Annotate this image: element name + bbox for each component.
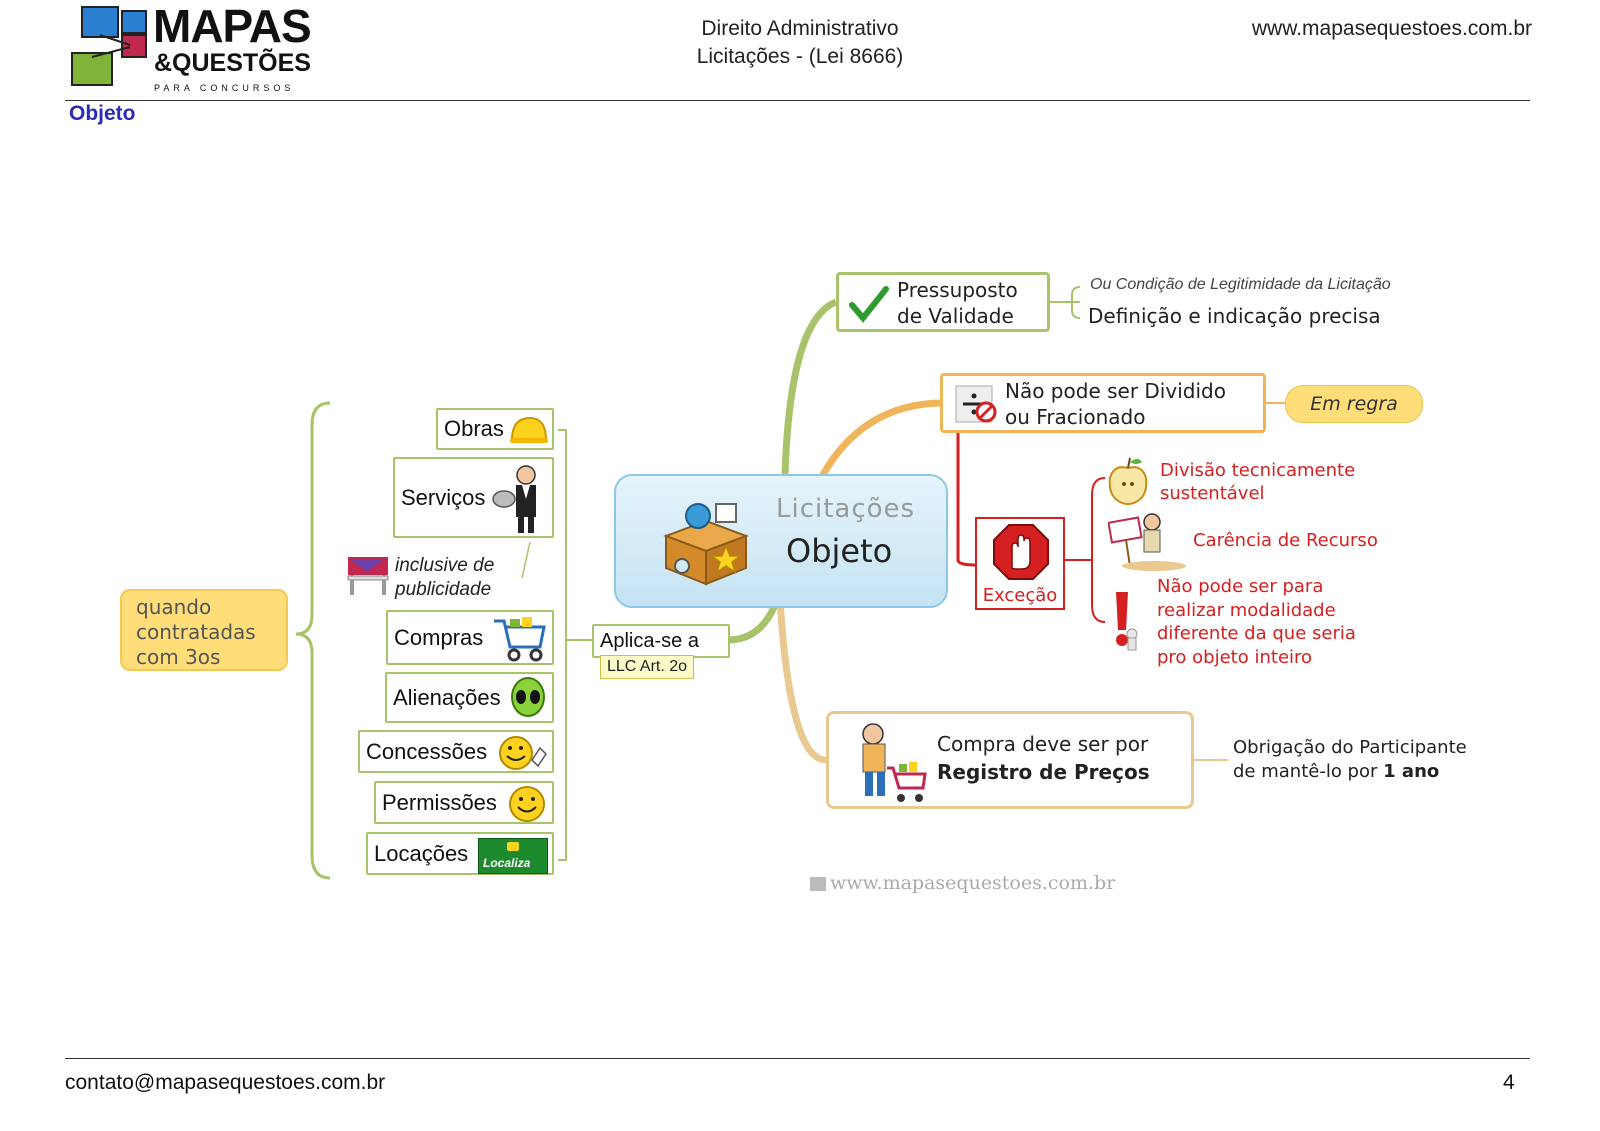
validity-detail: Definição e indicação precisa <box>1088 304 1381 328</box>
item-alienacoes[interactable]: Alienações <box>385 672 554 723</box>
validity-line2: de Validade <box>897 304 1014 328</box>
header-divider <box>65 100 1530 101</box>
center-node[interactable]: Licitações Objeto <box>614 474 948 608</box>
exception-item-1-line2: sustentável <box>1160 483 1265 504</box>
exception-item-3-line4: pro objeto inteiro <box>1157 646 1313 668</box>
item-compras-label: Compras <box>394 624 484 650</box>
shopper-icon <box>862 723 927 802</box>
item-alienacoes-label: Alienações <box>393 684 501 710</box>
item-permissoes[interactable]: Permissões <box>374 781 554 824</box>
exception-node[interactable]: Exceção <box>975 517 1065 610</box>
item-concessoes[interactable]: Concessões <box>358 730 554 773</box>
billboard-icon <box>347 557 389 595</box>
contact-email[interactable]: contato@mapasequestoes.com.br <box>65 1071 386 1094</box>
divide-node[interactable]: Não pode ser Dividido ou Fracionado <box>940 373 1266 433</box>
exception-item-3-line1: Não pode ser para <box>1157 576 1324 597</box>
exception-item-1: Divisão tecnicamente sustentável <box>1160 459 1355 505</box>
logo-sub-text: &QUESTÕES <box>154 49 311 77</box>
page-number: 4 <box>1503 1071 1515 1094</box>
exception-item-3-line2: realizar modalidade <box>1157 599 1336 621</box>
no-divide-icon <box>955 385 997 423</box>
apple-icon <box>1108 457 1148 505</box>
rule-badge[interactable]: Em regra <box>1285 385 1423 423</box>
subject-title: Direito Administrativo <box>701 17 899 40</box>
item-obras[interactable]: Obras <box>436 408 554 450</box>
hardhat-icon <box>510 416 548 443</box>
exclamation-icon <box>1116 592 1138 651</box>
obligation-duration: 1 ano <box>1383 761 1440 782</box>
smiley-wave-icon <box>499 736 547 770</box>
stop-hand-icon <box>993 524 1049 580</box>
footer-divider <box>65 1058 1530 1059</box>
box-icon <box>663 503 749 586</box>
registry-line2: Registro de Preços <box>937 760 1150 784</box>
item-servicos[interactable]: Serviços <box>393 457 554 538</box>
item-concessoes-label: Concessões <box>366 738 488 764</box>
checkmark-icon <box>849 286 889 323</box>
applies-label: Aplica-se a <box>600 629 699 652</box>
obligation-line2: de mantê-lo por <box>1233 761 1384 782</box>
note-publicidade-text: inclusive de publicidade <box>395 555 495 600</box>
applies-node[interactable]: Aplica-se a <box>592 624 730 658</box>
center-subtitle: Objeto <box>786 532 893 570</box>
exception-item-2: Carência de Recurso <box>1193 530 1378 551</box>
logo-main-text: MAPAS <box>153 0 312 52</box>
validity-note: Ou Condição de Legitimidade da Licitação <box>1090 276 1391 293</box>
divide-line2: ou Fracionado <box>1005 405 1146 429</box>
note-publicidade: inclusive de publicidade <box>395 554 525 602</box>
logo: MAPAS &QUESTÕES PARA CONCURSOS <box>70 0 320 97</box>
center-title: Licitações <box>776 494 916 524</box>
item-locacoes[interactable]: Locações Localiza <box>366 832 554 875</box>
obligation-line1: Obrigação do Participante <box>1233 737 1467 758</box>
item-permissoes-label: Permissões <box>382 789 497 815</box>
item-obras-label: Obras <box>444 416 504 441</box>
logo-squares-icon <box>71 6 147 86</box>
registry-line1: Compra deve ser por <box>937 732 1149 756</box>
exception-item-1-line1: Divisão tecnicamente <box>1160 460 1356 481</box>
item-compras[interactable]: Compras <box>386 610 554 665</box>
waiter-icon <box>492 465 536 533</box>
item-servicos-label: Serviços <box>401 484 486 510</box>
item-locacoes-label: Locações <box>374 840 469 866</box>
protester-icon <box>1108 513 1186 571</box>
validity-line1: Pressuposto <box>897 278 1018 302</box>
localiza-logo: Localiza <box>478 838 548 874</box>
section-title: Objeto <box>69 102 136 125</box>
exception-label: Exceção <box>982 585 1058 606</box>
obligation-text: Obrigação do Participante de mantê-lo po… <box>1233 736 1467 784</box>
condition-text: quando contratadas com 3os <box>136 595 256 669</box>
ref-tag[interactable]: LLC Art. 2o <box>600 655 695 679</box>
validity-node[interactable]: Pressuposto de Validade <box>836 272 1050 332</box>
logo-tagline: PARA CONCURSOS <box>154 83 295 93</box>
watermark-text: www.mapasequestoes.com.br <box>830 872 1116 894</box>
watermark-icon <box>810 877 826 891</box>
site-url[interactable]: www.mapasequestoes.com.br <box>1251 17 1532 40</box>
condition-node[interactable]: quando contratadas com 3os <box>120 589 288 671</box>
smiley-icon <box>509 786 545 822</box>
localiza-mark-icon <box>507 842 519 851</box>
registry-node[interactable]: Compra deve ser por Registro de Preços <box>826 711 1194 809</box>
exception-item-3: Não pode ser para realizar modalidade di… <box>1157 575 1356 669</box>
localiza-text: Localiza <box>483 856 531 870</box>
watermark: www.mapasequestoes.com.br <box>810 872 1115 894</box>
divide-line1: Não pode ser Dividido <box>1005 379 1226 403</box>
topic-title: Licitações - (Lei 8666) <box>696 45 904 68</box>
alien-icon <box>511 677 545 717</box>
shopping-cart-icon <box>494 617 546 662</box>
exception-item-3-line3: diferente da que seria <box>1157 623 1356 644</box>
